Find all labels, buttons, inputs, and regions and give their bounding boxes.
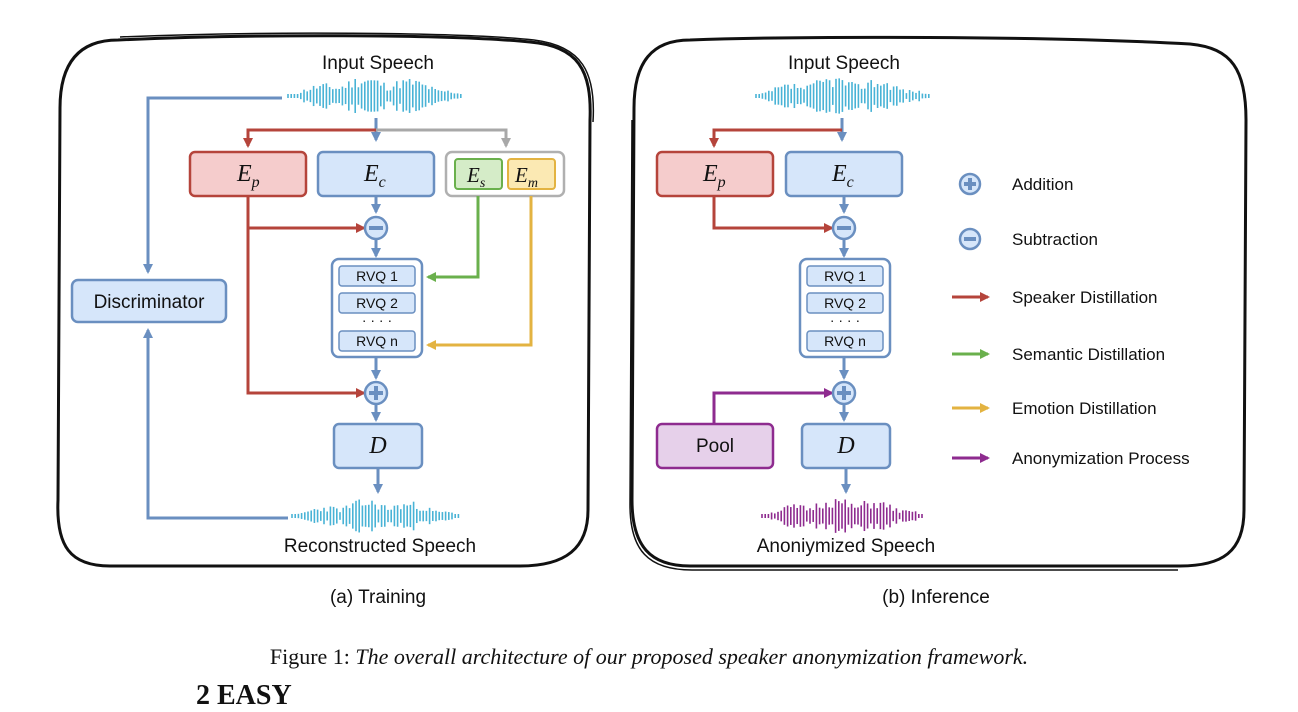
anonymized-waveform xyxy=(761,499,923,533)
decoder-label: D xyxy=(368,433,386,459)
panel-training: Input Speech Ep Ec Es Em RVQ xyxy=(56,32,595,608)
legend-speaker: Speaker Distillation xyxy=(1012,288,1158,307)
rvq-1-b: RVQ 1 xyxy=(824,268,866,284)
rvq-n-b: RVQ n xyxy=(824,333,866,349)
rvq-ellipsis: · · · · xyxy=(362,312,392,328)
input-waveform-b xyxy=(755,78,930,114)
legend-emotion: Emotion Distillation xyxy=(1012,399,1157,418)
reconstructed-waveform xyxy=(291,499,460,533)
legend-subtraction-icon xyxy=(958,227,982,251)
input-speech-label: Input Speech xyxy=(322,53,434,74)
emotion-encoder-em-box xyxy=(507,158,556,190)
figure-label: Figure 1: xyxy=(269,644,350,669)
subtraction-icon-b xyxy=(831,215,857,241)
rvq-1: RVQ 1 xyxy=(356,268,398,284)
rvq-2: RVQ 2 xyxy=(356,295,398,311)
rvq-ellipsis-b: · · · · xyxy=(830,312,860,328)
addition-icon xyxy=(363,380,389,406)
legend-semantic: Semantic Distillation xyxy=(1012,345,1165,364)
pool-label: Pool xyxy=(696,436,734,457)
panel-inference: Input Speech Ep Ec RVQ 1 RVQ 2 · · · · R… xyxy=(629,35,1248,608)
legend: Addition Subtraction Speaker Distillatio… xyxy=(952,172,1190,468)
legend-anonymization: Anonymization Process xyxy=(1012,449,1190,468)
reconstructed-speech-label: Reconstructed Speech xyxy=(284,536,476,557)
figure-caption: Figure 1: The overall architecture of ou… xyxy=(0,644,1298,670)
section-heading: 2 EASY xyxy=(196,680,292,711)
discriminator-label: Discriminator xyxy=(94,292,206,313)
anonymized-speech-label: Anoniymized Speech xyxy=(757,536,936,557)
subtraction-icon xyxy=(363,215,389,241)
legend-addition: Addition xyxy=(1012,175,1073,194)
figure-text: The overall architecture of our proposed… xyxy=(355,644,1029,669)
panel-a-caption: (a) Training xyxy=(330,587,426,608)
panel-b-caption: (b) Inference xyxy=(882,587,990,608)
rvq-2-b: RVQ 2 xyxy=(824,295,866,311)
legend-addition-icon xyxy=(958,172,982,196)
decoder-label-b: D xyxy=(836,433,854,459)
addition-icon-b xyxy=(831,380,857,406)
input-speech-label-b: Input Speech xyxy=(788,53,900,74)
rvq-n: RVQ n xyxy=(356,333,398,349)
pool-box xyxy=(655,422,775,470)
discriminator-box xyxy=(70,278,228,324)
panel-b-frame xyxy=(630,35,1248,568)
panel-a-frame xyxy=(56,34,592,568)
semantic-encoder-es-box xyxy=(454,158,503,190)
legend-subtraction: Subtraction xyxy=(1012,230,1098,249)
input-waveform xyxy=(287,78,462,114)
